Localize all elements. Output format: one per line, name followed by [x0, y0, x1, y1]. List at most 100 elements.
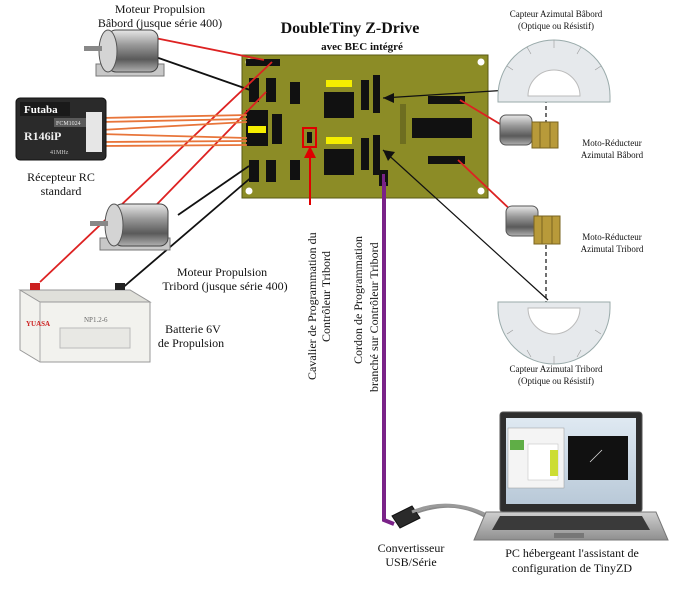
- motor-port-wire-red: [149, 36, 265, 61]
- capacitor: [326, 80, 352, 87]
- programming-cable: [382, 182, 395, 526]
- receiver-badge-text: FCM1024: [56, 121, 81, 127]
- gear-motor-body: [505, 205, 539, 237]
- header-connector: [246, 59, 280, 66]
- rc-receiver-label: standard: [41, 184, 82, 198]
- arrowhead: [383, 93, 394, 103]
- rc-receiver-label: Récepteur RC: [27, 170, 95, 184]
- sensor-port-label: (Optique ou Résistif): [518, 21, 594, 31]
- cable-label: Cordon de Programmation: [351, 236, 365, 364]
- gear-motor-starboard: [505, 205, 561, 245]
- cable-label: branché sur Contrôleur Tribord: [367, 242, 381, 392]
- gear-motor-port: [499, 114, 559, 149]
- rc-wire: [99, 118, 248, 123]
- capacitor: [326, 137, 352, 144]
- header-connector: [249, 78, 259, 102]
- laptop-touchpad: [554, 533, 584, 538]
- rc-wire: [99, 114, 248, 119]
- jumper-label: Cavalier de Programmation du: [305, 232, 319, 380]
- laptop: [473, 411, 669, 541]
- mount-hole: [477, 187, 485, 195]
- sensor-starboard-label: (Optique ou Résistif): [518, 376, 594, 386]
- protractor-window: [527, 69, 581, 97]
- header-connector: [266, 160, 276, 182]
- gear-starboard-label: Azimutal Tribord: [581, 244, 644, 254]
- rc-wire: [99, 140, 248, 143]
- motor-port-label: Bâbord (jusque série 400): [98, 16, 222, 30]
- battery-label-plate: [59, 327, 131, 349]
- battery-model: NP1.2-6: [84, 316, 108, 324]
- header-connector: [272, 114, 282, 144]
- mount-hole: [477, 58, 485, 66]
- gearbox: [531, 121, 559, 149]
- rc-wire: [99, 133, 248, 139]
- sensor-starboard-connector: [428, 156, 465, 164]
- gear-port-label: Moto-Réducteur: [582, 138, 641, 148]
- battery-wire-red: [39, 61, 273, 283]
- board-title: DoubleTiny Z-Drive: [281, 20, 420, 37]
- motor-starboard-label: Tribord (jusque série 400): [162, 279, 287, 293]
- motor-port: [84, 29, 165, 77]
- battery-label: de Propulsion: [158, 336, 224, 350]
- arrowhead: [304, 146, 316, 158]
- protractor-window: [527, 307, 581, 335]
- header-connector: [361, 138, 369, 170]
- header-connector: [290, 160, 300, 180]
- arrowhead: [383, 150, 395, 161]
- mount-hole: [245, 187, 253, 195]
- programming-connector-pin: [382, 174, 385, 182]
- pcb-trace: [400, 104, 406, 144]
- gearbox: [533, 215, 561, 245]
- driver-chip: [324, 92, 354, 118]
- motor-port-wire-black: [149, 54, 251, 91]
- battery-brand: YUASA: [26, 320, 50, 328]
- rc-wire: [99, 121, 248, 131]
- microcontroller-chip: [412, 118, 472, 138]
- cable-label-group: Cordon de Programmation branché sur Cont…: [351, 236, 381, 392]
- app-panel: [510, 440, 524, 450]
- rc-receiver: Futaba FCM1024 R146iP 41MHz: [15, 97, 107, 161]
- battery-label: Batterie 6V: [165, 322, 221, 336]
- motor-port-label: Moteur Propulsion: [115, 2, 205, 16]
- converter-label: Convertisseur: [378, 541, 445, 555]
- receiver-model: R146iP: [24, 129, 61, 143]
- board-subtitle: avec BEC intégré: [321, 41, 403, 53]
- header-connector: [373, 75, 380, 113]
- controller-board: [241, 54, 489, 199]
- header-connector: [373, 135, 380, 175]
- battery-wire-black: [119, 174, 255, 291]
- battery-terminal: [115, 283, 125, 290]
- motor-starboard: [90, 203, 171, 251]
- header-connector: [361, 80, 369, 110]
- wires: [39, 36, 549, 526]
- gear-motor-body: [499, 114, 533, 146]
- receiver-brand-plate: [20, 102, 70, 116]
- pc-label: PC hébergeant l'assistant de: [505, 546, 639, 560]
- jumper-label-group: Cavalier de Programmation du Contrôleur …: [305, 232, 333, 380]
- header-connector: [290, 82, 300, 104]
- motor-starboard-wire-black: [177, 165, 250, 216]
- app-preview: [568, 436, 628, 480]
- receiver-brand: Futaba: [24, 104, 58, 116]
- app-list-highlight: [550, 450, 558, 476]
- sensor-port-connector: [428, 96, 465, 104]
- gear-port-label: Azimutal Bâbord: [581, 150, 644, 160]
- rc-wire: [99, 144, 248, 147]
- driver-chip: [324, 149, 354, 175]
- sensor-port-label: Capteur Azimutal Bâbord: [510, 9, 603, 19]
- header-connector: [266, 78, 276, 102]
- battery-top: [18, 289, 152, 303]
- header-connector: [249, 160, 259, 182]
- receiver-servo-ports: [86, 112, 102, 152]
- battery-terminal: [30, 283, 40, 290]
- battery: YUASA NP1.2-6: [18, 283, 152, 363]
- motor-starboard-label: Moteur Propulsion: [177, 265, 267, 279]
- sensor-port: [497, 39, 611, 103]
- converter-label: USB/Série: [385, 555, 436, 569]
- jumper-pins: [307, 132, 312, 143]
- sensor-starboard-wire: [382, 149, 549, 301]
- motor-shaft: [84, 46, 102, 51]
- sensor-starboard: [497, 301, 611, 365]
